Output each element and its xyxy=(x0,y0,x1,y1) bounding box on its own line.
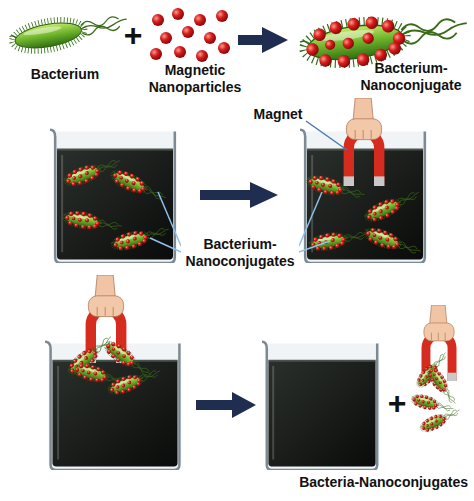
process-arrow xyxy=(196,392,256,418)
conjugates-label: Bacterium- Nanoconjugates xyxy=(181,236,299,270)
beaker xyxy=(45,342,181,470)
magnet-label: Magnet xyxy=(248,106,308,123)
conjugates-in-beaker xyxy=(62,153,172,253)
hand-magnet xyxy=(344,98,385,186)
bacterium-figure xyxy=(8,7,131,56)
process-arrow xyxy=(238,27,288,53)
result-label: Bacteria-Nanoconjugates xyxy=(276,474,468,491)
plus-sign: + xyxy=(384,384,410,422)
organism-label: Bacterium xyxy=(20,66,110,83)
beaker xyxy=(262,342,379,470)
conjugates-in-beaker xyxy=(305,172,424,260)
beaker xyxy=(50,130,177,263)
conjugate-label: Bacterium- Nanoconjugate xyxy=(354,60,468,94)
captured-conjugates xyxy=(410,348,464,435)
plus-sign: + xyxy=(120,16,146,54)
process-arrow xyxy=(200,182,278,208)
nanoparticles xyxy=(150,8,230,62)
particle-label: Magnetic Nanoparticles xyxy=(140,62,250,96)
beaker xyxy=(300,130,427,263)
lifted-conjugates xyxy=(64,331,164,399)
leader-line xyxy=(306,121,347,150)
